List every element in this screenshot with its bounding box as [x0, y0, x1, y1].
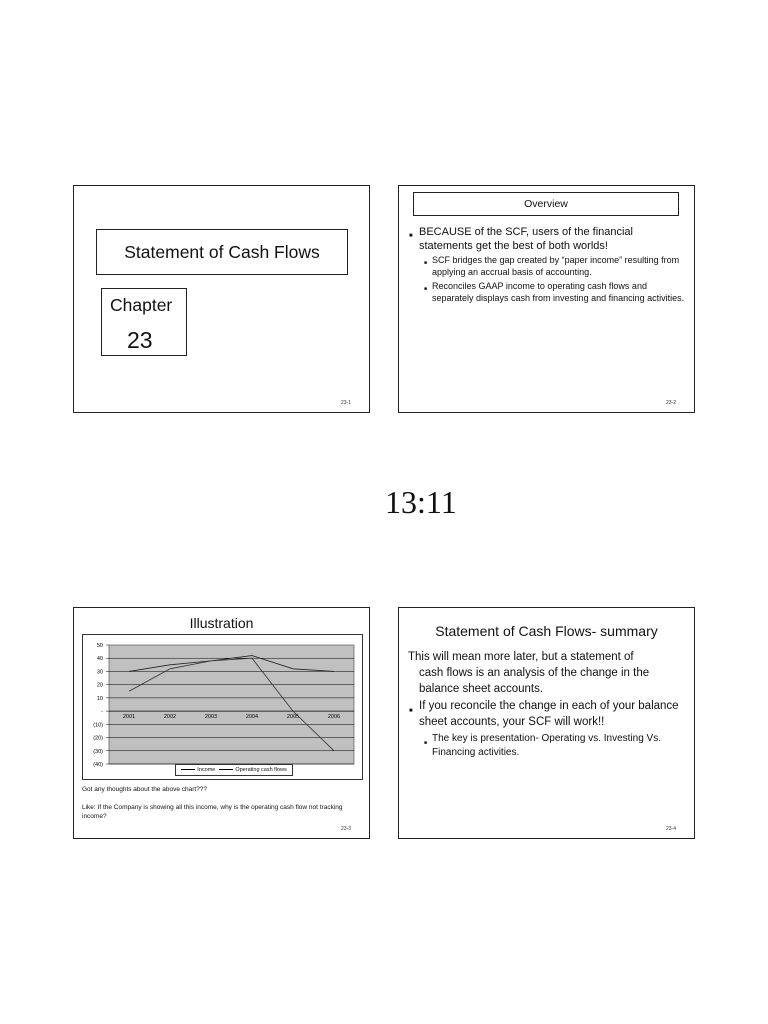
series-line-income — [128, 655, 335, 672]
legend-item-income: Income — [181, 767, 215, 773]
sub-bullet-item: The key is presentation- Operating vs. I… — [399, 732, 694, 760]
plot-area — [108, 644, 355, 765]
intro-line: cash flows is an analysis of the change … — [419, 667, 650, 679]
sub-bullet-item: Reconciles GAAP income to operating cash… — [399, 281, 694, 304]
y-tick-label: 20 — [97, 683, 103, 689]
y-tick-label: (10) — [93, 722, 103, 728]
x-tick-label: 2005 — [287, 714, 299, 720]
slide-question: Got any thoughts about the above chart??… — [82, 786, 208, 793]
x-tick-label: 2004 — [246, 714, 258, 720]
bullet-item: If you reconcile the change in each of y… — [399, 698, 694, 730]
legend-label: Operating cash flows — [235, 767, 287, 773]
bullet-item: BECAUSE of the SCF, users of the financi… — [399, 225, 694, 253]
slide-3: Illustration 50 40 30 20 10 - (10) (20) (30) (40)… — [73, 607, 370, 839]
slide-2: Overview BECAUSE of the SCF, users of th… — [398, 185, 695, 413]
chart-legend: Income Operating cash flows — [175, 764, 293, 776]
legend-item-ocf: Operating cash flows — [219, 767, 287, 773]
y-tick-label: 50 — [97, 643, 103, 649]
slide-1: Statement of Cash Flows Chapter 23 23-1 — [73, 185, 370, 413]
x-tick-label: 2002 — [164, 714, 176, 720]
slide-number: 23-1 — [340, 400, 351, 406]
bullet-list: BECAUSE of the SCF, users of the financi… — [399, 225, 694, 307]
bullet-list: If you reconcile the change in each of y… — [399, 698, 694, 763]
y-tick-label: 30 — [97, 669, 103, 675]
slide-4: Statement of Cash Flows- summary This wi… — [398, 607, 695, 839]
intro-line: balance sheet accounts. — [419, 683, 544, 695]
y-tick-label: 10 — [97, 696, 103, 702]
chapter-box: Chapter 23 — [101, 288, 187, 356]
slide-number: 23-3 — [340, 826, 351, 832]
x-tick-label: 2001 — [123, 714, 135, 720]
series-line-operating-cash-flows — [128, 657, 335, 752]
x-tick-label: 2006 — [328, 714, 340, 720]
slide-title: Statement of Cash Flows — [96, 229, 348, 275]
legend-label: Income — [197, 767, 216, 773]
chapter-label: Chapter — [110, 295, 173, 315]
sub-bullet-item: SCF bridges the gap created by “paper in… — [399, 255, 694, 278]
y-tick-label: (20) — [93, 736, 103, 742]
slide-number: 23-2 — [665, 400, 676, 406]
y-tick-label: - — [101, 709, 103, 715]
y-tick-label: (30) — [93, 749, 103, 755]
slide-title: Illustration — [189, 615, 254, 631]
line-chart: 50 40 30 20 10 - (10) (20) (30) (40) 2001 2002 2003 2… — [82, 634, 363, 780]
slide-header: Overview — [413, 192, 679, 216]
chapter-number: 23 — [127, 327, 153, 353]
slide-number: 23-4 — [665, 826, 676, 832]
chart-svg: 50 40 30 20 10 - (10) (20) (30) (40) 2001 2002 2003 2… — [93, 643, 355, 768]
intro-line: This will mean more later, but a stateme… — [408, 651, 634, 663]
y-tick-label: (40) — [93, 762, 103, 768]
slide-title: Statement of Cash Flows- summary — [435, 623, 658, 639]
y-tick-label: 40 — [97, 656, 103, 662]
slide-intro: This will mean more later, but a stateme… — [408, 649, 686, 697]
x-tick-label: 2003 — [205, 714, 217, 720]
timer: 13:11 — [385, 484, 457, 520]
slide-followup: Like: If the Company is showing all this… — [82, 804, 343, 820]
